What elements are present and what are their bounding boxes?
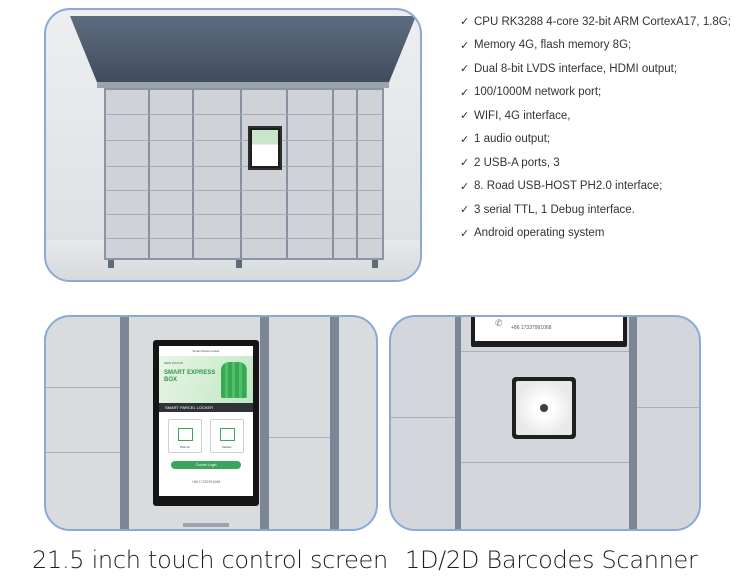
parcel-icon: [220, 428, 235, 441]
locker-frame-bar: [330, 317, 339, 529]
check-icon: ✓: [460, 227, 470, 240]
locker-column: [106, 90, 150, 258]
spec-item: ✓Android operating system: [460, 227, 605, 240]
door-seam: [106, 238, 382, 239]
locker-foot: [372, 260, 378, 268]
spec-item: ✓Dual 8-bit LVDS interface, HDMI output;: [460, 62, 678, 76]
check-icon: ✓: [460, 133, 470, 146]
deliver-tile: Deliver: [210, 419, 244, 453]
spec-list: ✓CPU RK3288 4-core 32-bit ARM CortexA17,…: [460, 10, 740, 245]
locker-column: [288, 90, 334, 258]
spec-item: ✓Memory 4G, flash memory 8G;: [460, 39, 632, 52]
locker-column: [194, 90, 242, 258]
spec-item: ✓2 USB-A ports, 3: [460, 156, 560, 170]
door-seam: [269, 437, 330, 438]
door-seam: [106, 214, 382, 215]
locker-frame-bar: [120, 317, 129, 529]
locker-column: [242, 90, 288, 258]
check-icon: ✓: [460, 39, 470, 52]
door-seam: [106, 114, 382, 115]
locker-column: [150, 90, 194, 258]
check-icon: ✓: [460, 63, 470, 76]
scanner-caption: 1D/2D Barcodes Scanner: [405, 546, 698, 574]
spec-item: ✓1 audio output;: [460, 133, 551, 146]
check-icon: ✓: [460, 157, 470, 170]
door-seam: [637, 407, 699, 408]
screen-nav-bar: SMART PARCEL LOCKER: [159, 403, 253, 412]
parcel-icon: [178, 428, 193, 441]
scanner-photo: +86 17337991068 ✆: [389, 315, 701, 531]
touch-screen-photo: Smart Parcel Locker NEW PICKUP SMART EXP…: [44, 315, 378, 531]
scanner-lens-icon: [540, 404, 548, 412]
door-seam: [106, 166, 382, 167]
locker-foot: [236, 260, 242, 268]
locker-frame-bar: [629, 317, 637, 529]
locker-photo: [44, 8, 422, 282]
locker-cabinet: [104, 88, 384, 260]
door-seam: [46, 387, 120, 388]
locker-frame-bar: [260, 317, 269, 529]
door-seam: [461, 462, 629, 463]
spec-item: ✓8. Road USB-HOST PH2.0 interface;: [460, 180, 663, 193]
touch-screen-caption: 21.5 inch touch control screen: [32, 546, 388, 574]
door-handle: [183, 523, 229, 527]
spec-item: ✓CPU RK3288 4-core 32-bit ARM CortexA17,…: [460, 15, 731, 29]
door-seam: [106, 190, 382, 191]
check-icon: ✓: [460, 204, 470, 217]
door-seam: [106, 140, 382, 141]
locker-touch-screen: [248, 126, 282, 170]
contact-label: +86 17337991068 ✆: [471, 317, 627, 347]
door-seam: [46, 452, 120, 453]
barcode-scanner: [512, 377, 576, 439]
check-icon: ✓: [460, 110, 470, 123]
screen-header: Smart Parcel Locker: [192, 349, 220, 353]
spec-item: ✓100/1000M network port;: [460, 86, 602, 99]
scanner-window: [516, 381, 572, 435]
door-seam: [391, 417, 455, 418]
locker-foot: [108, 260, 114, 268]
touch-monitor: Smart Parcel Locker NEW PICKUP SMART EXP…: [153, 340, 259, 506]
screen-display: Smart Parcel Locker NEW PICKUP SMART EXP…: [159, 346, 253, 496]
courier-login-button: Courier Login: [171, 461, 241, 469]
door-seam: [461, 351, 629, 352]
canopy-edge: [97, 82, 389, 88]
locker-column: [334, 90, 358, 258]
check-icon: ✓: [460, 16, 470, 29]
pickup-tile: Pick up: [168, 419, 202, 453]
check-icon: ✓: [460, 86, 470, 99]
locker-canopy: [70, 16, 416, 84]
check-icon: ✓: [460, 180, 470, 193]
locker-frame-bar: [455, 317, 461, 529]
spec-item: ✓WIFI, 4G interface,: [460, 109, 571, 123]
screen-phone: +86 17337991068: [191, 480, 221, 484]
phone-icon: ✆: [495, 319, 503, 329]
spec-item: ✓3 serial TTL, 1 Debug interface.: [460, 203, 635, 217]
banner-illustration: [221, 362, 247, 398]
